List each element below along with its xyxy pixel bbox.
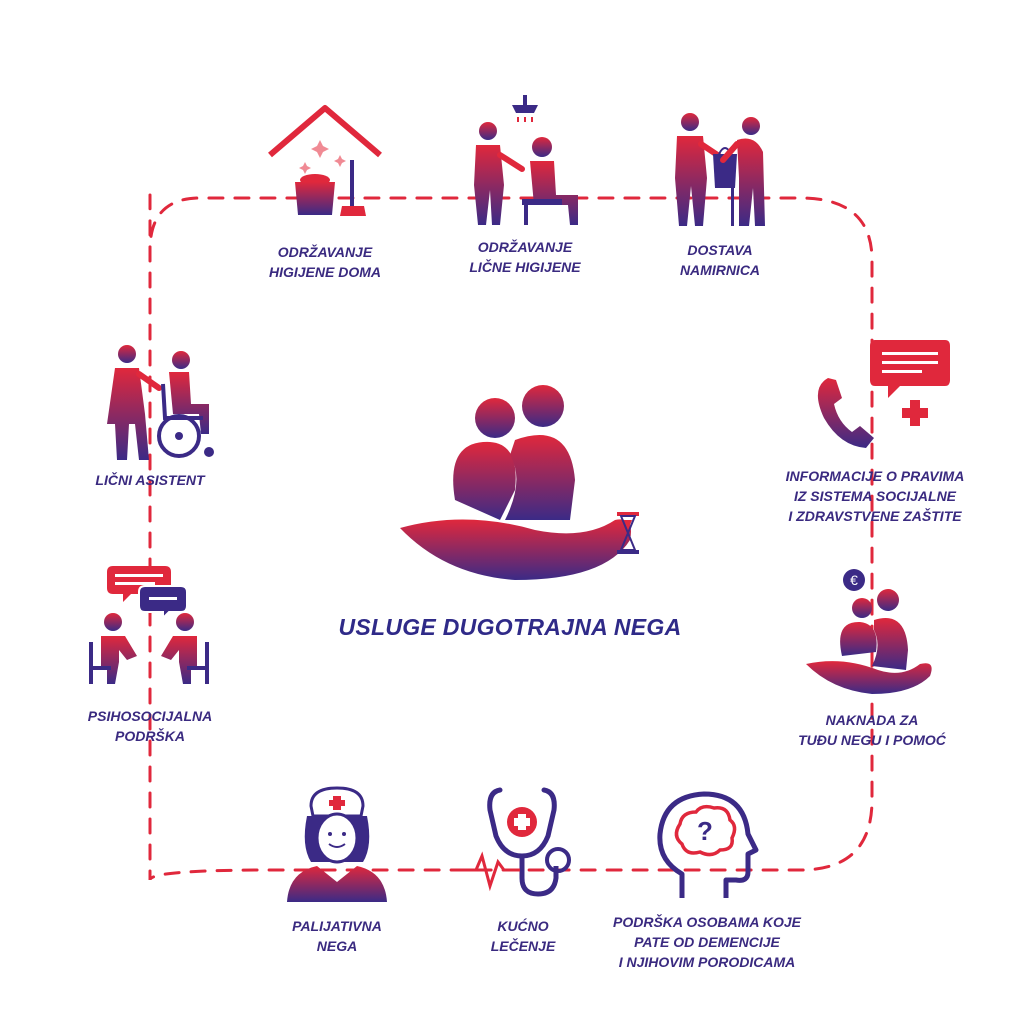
care-allowance-icon: € — [806, 569, 932, 694]
label-line: LIČNI ASISTENT — [95, 472, 205, 488]
house-cleaning-icon — [268, 105, 382, 216]
service-grocery-delivery: DOSTAVA NAMIRNICA — [640, 108, 800, 280]
shower-assist-icon — [474, 95, 578, 225]
brain-question-icon: ? — [657, 791, 759, 898]
stethoscope-icon — [458, 787, 571, 897]
label-line: IZ SISTEMA SOCIJALNE — [793, 488, 957, 504]
label-line: ODRŽAVANJE — [477, 239, 573, 255]
label-line: ODRŽAVANJE — [277, 244, 373, 260]
label-line: PODRŠKA — [114, 728, 185, 744]
label-line: TUĐU NEGU I POMOĆ — [798, 732, 946, 748]
label-line: NAMIRNICA — [679, 262, 761, 278]
nurse-icon — [287, 786, 387, 902]
service-palliative-care: PALIJATIVNA NEGA — [262, 786, 412, 956]
label-line: PATE OD DEMENCIJE — [634, 934, 780, 950]
service-dementia-support: ? PODRŠKA OSOBAMA KOJE PATE OD DEMENCIJE… — [592, 790, 822, 972]
svg-text:?: ? — [697, 816, 713, 846]
counseling-icon — [89, 566, 209, 684]
label-line: PODRŠKA OSOBAMA KOJE — [613, 914, 801, 930]
wheelchair-assist-icon — [107, 345, 214, 460]
grocery-delivery-icon — [675, 113, 765, 226]
service-care-allowance: € NAKNADA ZA TUĐU NEGU I POMOĆ — [772, 566, 972, 750]
label-line: HIGIJENE DOMA — [268, 264, 381, 280]
center-node — [395, 380, 655, 590]
service-personal-hygiene: ODRŽAVANJE LIČNE HIGIJENE — [445, 95, 605, 277]
svg-text:€: € — [850, 572, 858, 588]
label-line: I NJIHOVIM PORODICAMA — [618, 954, 796, 970]
phone-chat-icon — [817, 340, 950, 448]
label-line: I ZDRAVSTVENE ZAŠTITE — [788, 508, 962, 524]
label-line: INFORMACIJE O PRAVIMA — [785, 468, 965, 484]
label-line: KUĆNO — [497, 918, 549, 934]
label-line: NEGA — [316, 938, 358, 954]
diagram-title: USLUGE DUGOTRAJNA NEGA — [338, 614, 682, 640]
label-line: NAKNADA ZA — [825, 712, 919, 728]
label-line: PALIJATIVNA — [292, 918, 382, 934]
label-line: PSIHOSOCIJALNA — [87, 708, 213, 724]
hourglass-icon — [617, 512, 639, 554]
service-home-hygiene: ODRŽAVANJE HIGIJENE DOMA — [245, 100, 405, 282]
service-psychosocial-support: PSIHOSOCIJALNA PODRŠKA — [60, 562, 240, 746]
care-hand-icon — [400, 385, 639, 580]
label-line: LEČENJE — [490, 938, 556, 954]
label-line: LIČNE HIGIJENE — [469, 259, 581, 275]
label-line: DOSTAVA — [687, 242, 753, 258]
service-home-treatment: KUĆNO LEČENJE — [448, 786, 598, 956]
service-rights-info: INFORMACIJE O PRAVIMA IZ SISTEMA SOCIJAL… — [760, 338, 990, 526]
service-personal-assistant: LIČNI ASISTENT — [70, 344, 230, 490]
